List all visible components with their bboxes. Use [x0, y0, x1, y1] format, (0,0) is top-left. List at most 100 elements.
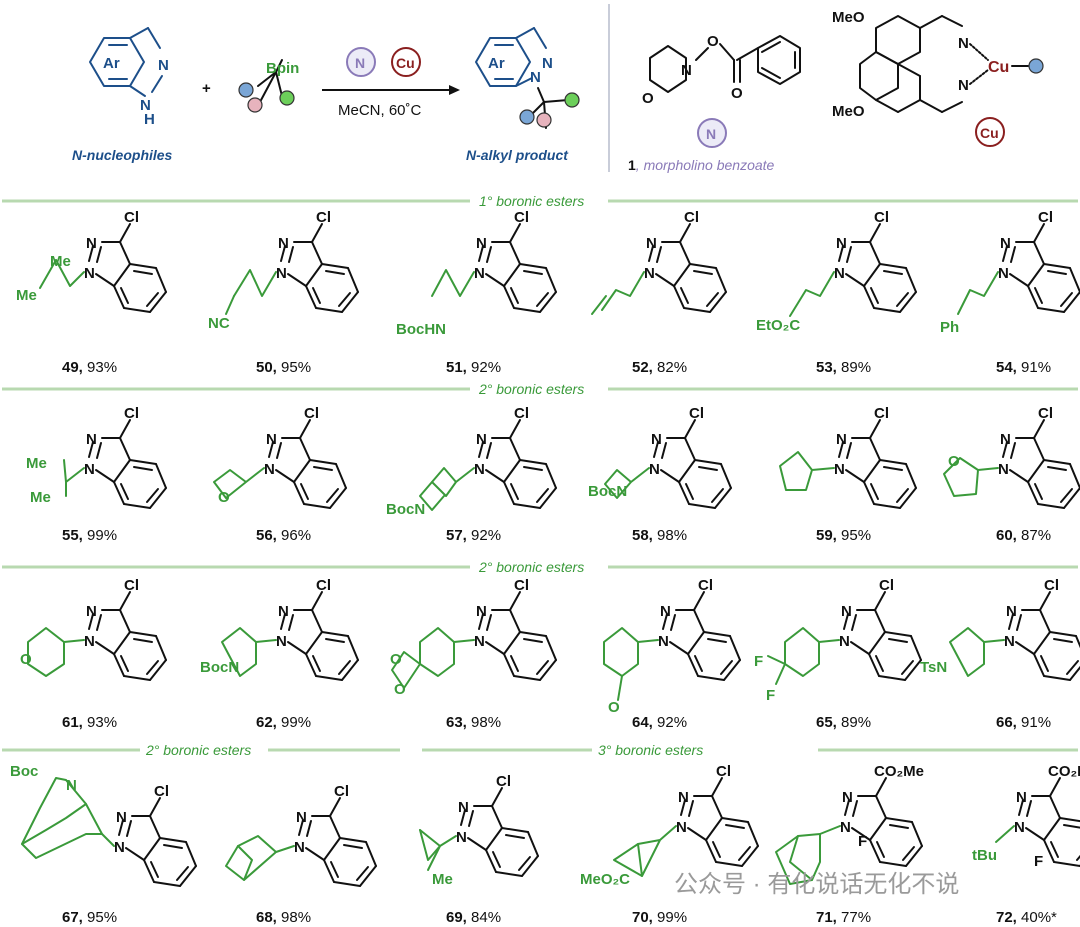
n-atom-66-n1: N [1004, 633, 1015, 650]
bocn-atom-62: BocN [200, 659, 239, 676]
reagent-structure: N O O O [642, 33, 801, 107]
header-scheme: Ar N N H N-nucleophiles + Bpin N Cu MeCN… [72, 4, 1044, 173]
compound-number: 55, [62, 527, 83, 544]
n-atom-59-n1: N [834, 461, 845, 478]
product-caption: N-alkyl product [466, 147, 569, 163]
section-secondary-b: 2° boronic esters [478, 559, 584, 575]
n-atom-65-n2: N [841, 603, 852, 620]
compound-yield: 84% [467, 909, 501, 926]
compound-yield: 40%* [1017, 909, 1057, 926]
compound-yield: 92% [467, 359, 501, 376]
n-atom-50-n2: N [278, 235, 289, 252]
compound-yield: 92% [653, 714, 687, 731]
o-atom-60: O [948, 453, 960, 470]
ph-atom-54: Ph [940, 319, 959, 336]
tbu-atom-72: tBu [972, 847, 997, 864]
n-atom-57-n1: N [474, 461, 485, 478]
boronic-ester-structure: Bpin [238, 59, 299, 113]
n-atom-56-n2: N [266, 431, 277, 448]
compound-yield: 99% [277, 714, 311, 731]
compound-number: 61, [62, 714, 83, 731]
compound-number: 64, [632, 714, 653, 731]
n-atom-63-n2: N [476, 603, 487, 620]
compound-yield: 93% [83, 714, 117, 731]
compound-caption-65: 65, 89% [816, 714, 871, 731]
cl-atom-66-top: Cl [1044, 577, 1059, 594]
co2me-atom-72-top: CO₂Me [1048, 763, 1080, 780]
bocn-atom-57: BocN [386, 501, 425, 518]
bocn-atom-58: BocN [588, 483, 627, 500]
f-atom-72f: F [1034, 853, 1043, 870]
watermark-text: 公众号 · 有化说话无化不说 [674, 871, 959, 898]
nh-atom: N [140, 97, 151, 114]
complex-n-bottom: N [958, 77, 969, 94]
compound-caption-62: 62, 99% [256, 714, 311, 731]
cl-atom-65-top: Cl [879, 577, 894, 594]
h-atom: H [144, 111, 155, 128]
n-atom-68-n1: N [294, 839, 305, 856]
n-atom-57-n2: N [476, 431, 487, 448]
n-atom-51-n1: N [474, 265, 485, 282]
compound-caption-68: 68, 98% [256, 909, 311, 926]
meo2c-atom-70: MeO₂C [580, 871, 630, 888]
compound-captions: 49, 93%50, 95%51, 92%52, 82%53, 89%54, 9… [62, 359, 1057, 926]
n-atom-69-n1: N [456, 829, 467, 846]
n-atom-66-n2: N [1006, 603, 1017, 620]
compound-caption-56: 56, 96% [256, 527, 311, 544]
n-atom-54-n2: N [1000, 235, 1011, 252]
cu-atom: Cu [988, 59, 1009, 76]
compound-structures: NNClMeMeNNClNCNNClBocHNNNClNNClEtO₂CNNCl… [10, 209, 1080, 888]
n-atom-61-n2: N [86, 603, 97, 620]
cu-complex-structure: MeO MeO N N Cu Cu [832, 9, 1044, 147]
n-atom-55-n2: N [86, 431, 97, 448]
compound-caption-58: 58, 98% [632, 527, 687, 544]
cl-atom-52-top: Cl [684, 209, 699, 226]
compound-number: 63, [446, 714, 467, 731]
cu-badge-label: Cu [396, 55, 415, 71]
reagent-o-ring: O [642, 90, 654, 107]
n-atom-70-n1: N [676, 819, 687, 836]
compound-number: 62, [256, 714, 277, 731]
n-atom-68-n2: N [296, 809, 307, 826]
section-dividers: 1° boronic esters 2° boronic esters 2° b… [2, 193, 1078, 758]
compound-number: 58, [632, 527, 653, 544]
compound-number: 66, [996, 714, 1017, 731]
reagent-n-badge-label: N [706, 126, 716, 142]
f-atom-65a: F [754, 653, 763, 670]
compound-number: 49, [62, 359, 83, 376]
me-atom-69: Me [432, 871, 453, 888]
compound-yield: 99% [653, 909, 687, 926]
cl-atom-62-top: Cl [316, 577, 331, 594]
compound-number: 54, [996, 359, 1017, 376]
n-atom-60-n2: N [1000, 431, 1011, 448]
compound-caption-61: 61, 93% [62, 714, 117, 731]
compound-yield: 91% [1017, 359, 1051, 376]
compound-number: 71, [816, 909, 837, 926]
n-atom-70-n2: N [678, 789, 689, 806]
cl-atom-49-top: Cl [124, 209, 139, 226]
me-atom-49a: Me [50, 253, 71, 270]
compound-yield: 91% [1017, 714, 1051, 731]
eto2c-atom-53: EtO₂C [756, 317, 800, 334]
f-atom-65b: F [766, 687, 775, 704]
complex-cu-badge [975, 117, 1005, 147]
n-atom-64-n1: N [658, 633, 669, 650]
compound-number: 67, [62, 909, 83, 926]
n-atom-55-n1: N [84, 461, 95, 478]
